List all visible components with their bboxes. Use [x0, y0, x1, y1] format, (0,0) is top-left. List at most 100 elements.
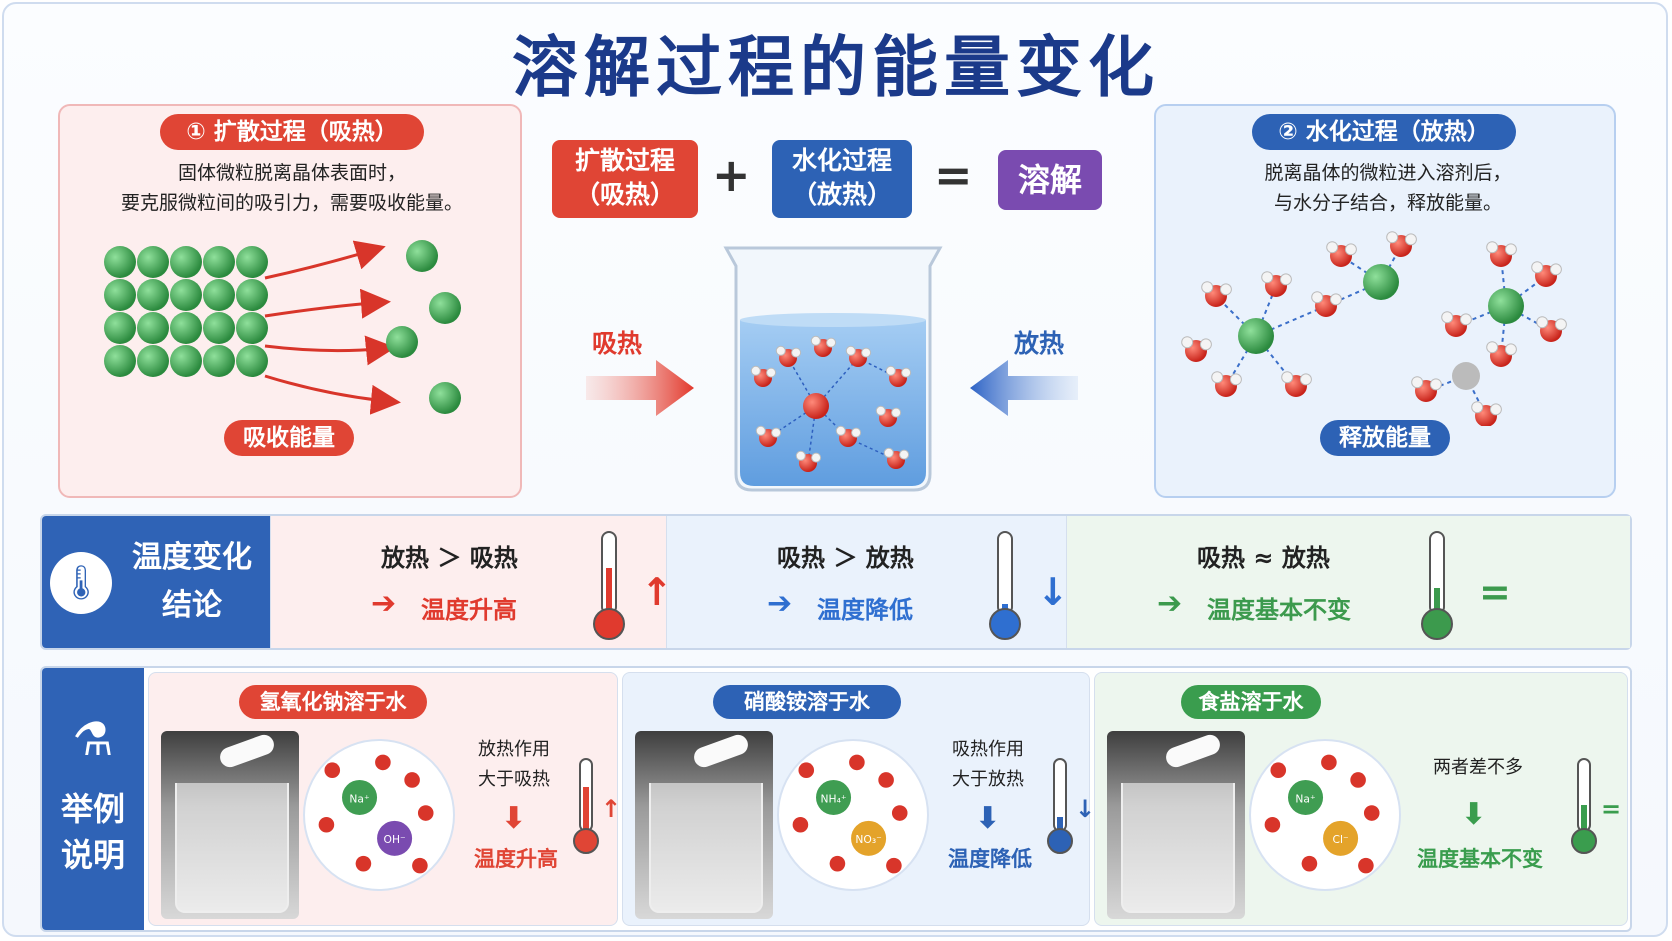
effect-note-line1: 放热作用 [478, 739, 550, 760]
trend-symbol: = [1479, 570, 1511, 614]
examples-strip: ⚗ 举例 说明 氢氧化钠溶于水 Na⁺ OH⁻ 放热作用 [40, 666, 1632, 932]
hydration-panel: ② 水化过程（放热） 脱离晶体的微粒进入溶剂后， 与水分子结合，释放能量。 释放… [1154, 104, 1616, 498]
spoon-icon [1163, 732, 1223, 770]
examples-label: 举例 说明 [42, 786, 144, 878]
diffusion-badge: ① 扩散过程（吸热） [160, 114, 424, 150]
heat-comparison: 吸热 ≈ 放热 [1197, 544, 1330, 572]
temperature-result: 温度降低 [817, 596, 913, 624]
lattice-particle [203, 345, 235, 377]
examples-label-line2: 说明 [60, 836, 125, 874]
spoon-icon [217, 732, 277, 770]
hydration-description: 脱离晶体的微粒进入溶剂后， 与水分子结合，释放能量。 [1166, 158, 1610, 218]
lattice-particle [170, 345, 202, 377]
hydrogen-atom [1536, 316, 1549, 329]
hydrogen-atom [1504, 243, 1517, 256]
temperature-case-2: 吸热 ＞ 放热 ➔ 温度降低 ↓ [666, 516, 1069, 648]
thermometer-icon [1571, 758, 1597, 854]
trend-symbol: ↑ [601, 795, 622, 823]
diffusion-desc-line2: 要克服微粒间的吸引力，需要吸收能量。 [120, 192, 463, 214]
hydrogen-atom [1279, 273, 1292, 286]
hydrogen-atom [791, 347, 802, 358]
hydrogen-atom [810, 335, 821, 346]
hydrogen-atom [1181, 336, 1194, 349]
thermometer-icon [593, 531, 625, 640]
page-title: 溶解过程的能量变化 [512, 28, 1160, 106]
release-energy-label: 释放能量 [1320, 420, 1450, 456]
thermometer-icon [1047, 758, 1073, 854]
temperature-label: 温度变化 结论 [118, 534, 266, 630]
beaker-photo [161, 731, 299, 919]
release-heat-label: 放热 [1014, 329, 1065, 358]
lattice-particle [170, 246, 202, 278]
hydrogen-atom [755, 425, 766, 436]
ion-label-1: Na⁺ [1295, 792, 1315, 805]
example-title: 食盐溶于水 [1181, 685, 1321, 719]
beaker-glass [1121, 783, 1235, 913]
temperature-label-cell: 🌡 温度变化 结论 [42, 516, 270, 648]
result-arrow-icon: ➔ [371, 586, 397, 621]
ion-label-2: OH⁻ [384, 833, 406, 846]
absorb-heat-arrow [586, 360, 694, 416]
hydrogen-atom [851, 427, 862, 438]
temperature-result: 温度升高 [421, 596, 517, 624]
trend-symbol: ↓ [1037, 570, 1069, 614]
hydrogen-atom [811, 452, 822, 463]
lattice-particle [203, 279, 235, 311]
example-title: 硝酸铵溶于水 [713, 685, 901, 719]
effect-note: 吸热作用 大于放热 [933, 735, 1043, 795]
temperature-case-3: 吸热 ≈ 放热 ➔ 温度基本不变 = [1066, 516, 1630, 648]
equation-diffusion-line1: 扩散过程 [574, 146, 675, 175]
trend-symbol: = [1601, 795, 1622, 823]
example-card-2: 硝酸铵溶于水 NH₄⁺ NO₃⁻ 吸热作用 大于放热 ⬇ 温度降低 [622, 672, 1095, 926]
lattice-particle [104, 279, 136, 311]
ion-label-2: NO₃⁻ [855, 833, 881, 846]
lattice-particle [170, 312, 202, 344]
lattice-particle [137, 246, 169, 278]
absorb-energy-label: 吸收能量 [224, 420, 354, 456]
lattice-particle [236, 279, 268, 311]
hydrogen-atom [1489, 403, 1502, 416]
hydrogen-atom [1229, 373, 1242, 386]
example-card-3: 食盐溶于水 Na⁺ Cl⁻ 两者差不多 ⬇ 温度基本不变 [1094, 672, 1628, 926]
hydrogen-atom [891, 407, 902, 418]
lattice-particle [203, 246, 235, 278]
plus-sign: + [712, 148, 751, 202]
hydrogen-atom [875, 405, 886, 416]
flask-icon: ⚗ [72, 712, 114, 766]
ion-hydration-diagram: Na⁺ Cl⁻ [1249, 739, 1401, 891]
trend-symbol: ↓ [1075, 795, 1096, 823]
hydrogen-atom [1459, 313, 1472, 326]
hydrogen-atom [771, 427, 782, 438]
heat-comparison: 放热 ＞ 吸热 [381, 544, 518, 572]
lattice-particle [236, 246, 268, 278]
hydrogen-atom [1199, 338, 1212, 351]
hydration-desc-line2: 与水分子结合，释放能量。 [1273, 192, 1502, 214]
effect-note-line2: 大于吸热 [478, 769, 550, 790]
hydrogen-atom [1411, 376, 1424, 389]
hydrogen-atom [835, 425, 846, 436]
lattice-particle [137, 312, 169, 344]
temperature-label-line2: 结论 [162, 588, 222, 623]
result-arrow-icon: ➔ [767, 586, 793, 621]
hydrogen-atom [1386, 231, 1399, 244]
hydrogen-atom [885, 365, 896, 376]
hydrogen-atom [899, 449, 910, 460]
hydrogen-atom [1326, 241, 1339, 254]
example-result: 温度基本不变 [1417, 847, 1543, 871]
thermometer-icon [573, 758, 599, 854]
hydrogen-atom [1299, 373, 1312, 386]
hydrogen-atom [1281, 371, 1294, 384]
beaker-photo [1107, 731, 1245, 919]
hydrogen-atom [1404, 233, 1417, 246]
beaker-glass [175, 783, 289, 913]
absorb-heat-label: 吸热 [592, 329, 643, 358]
down-arrow-icon: ⬇ [975, 801, 1001, 836]
temperature-result: 温度基本不变 [1207, 596, 1351, 624]
equation-diffusion-line2: （吸热） [574, 180, 675, 209]
equation-hydration-line1: 水化过程 [791, 146, 892, 175]
lattice-particle [104, 312, 136, 344]
effect-note-line1: 两者差不多 [1433, 757, 1523, 778]
example-title: 氢氧化钠溶于水 [239, 685, 427, 719]
hydrogen-atom [1549, 263, 1562, 276]
hydrated-ions-illustration [1181, 231, 1567, 426]
